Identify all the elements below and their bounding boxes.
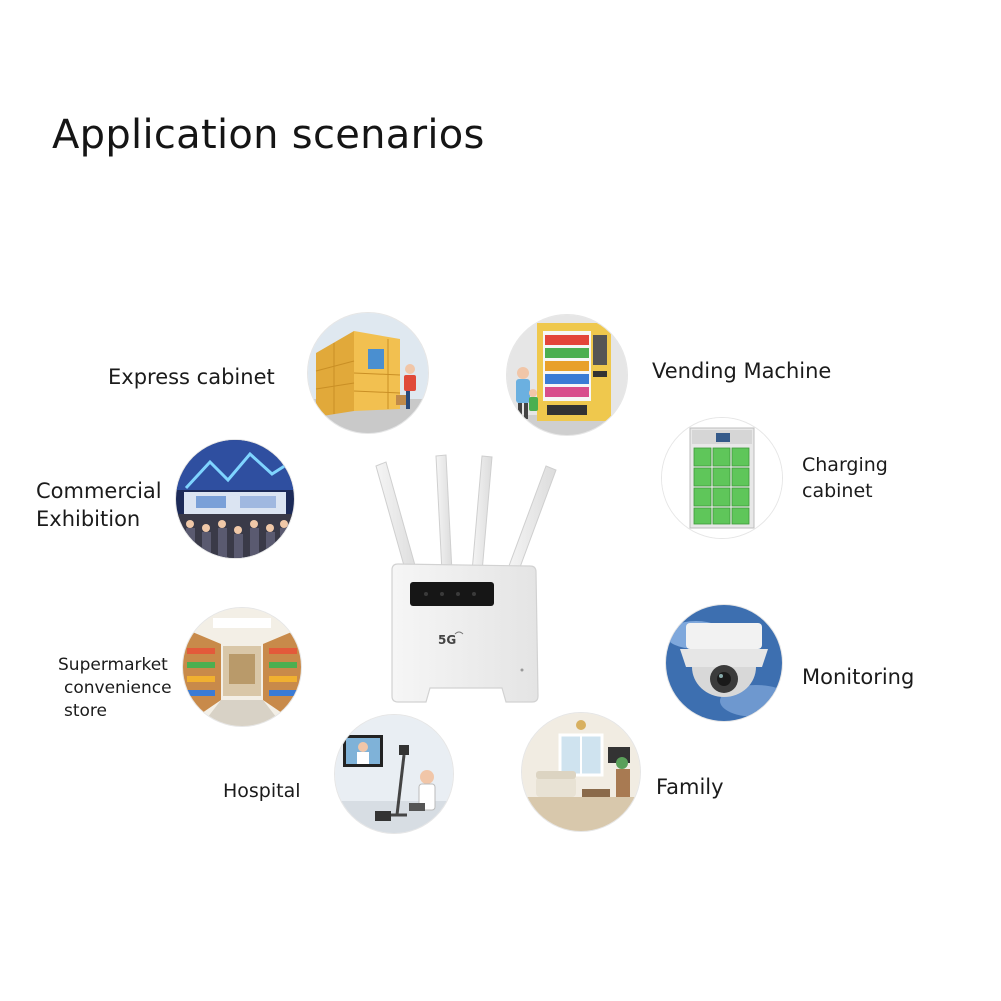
page-title: Application scenarios: [52, 112, 485, 158]
label-commercial-exhibition: Commercial Exhibition: [36, 477, 162, 534]
label-line: Commercial: [36, 479, 162, 503]
label-charging-cabinet: Charging cabinet: [802, 453, 888, 504]
label-line: Exhibition: [36, 507, 141, 532]
label-supermarket: Supermarket convenience store: [58, 654, 172, 723]
label-line: cabinet: [802, 479, 873, 502]
label-line: Charging: [802, 454, 888, 476]
router-5g-badge: 5G: [438, 633, 456, 647]
label-express-cabinet: Express cabinet: [108, 365, 275, 389]
label-line: Supermarket: [58, 655, 168, 675]
label-family: Family: [656, 775, 724, 799]
antenna-4: [505, 465, 557, 579]
antenna-3: [471, 455, 493, 573]
monitoring-image: [666, 605, 782, 721]
antenna-2: [435, 454, 453, 573]
label-monitoring: Monitoring: [802, 665, 915, 689]
antenna-1: [375, 461, 419, 581]
label-line: store: [64, 700, 107, 721]
family-image: [522, 713, 640, 831]
vending-machine-image: [507, 315, 627, 435]
supermarket-image: [183, 608, 301, 726]
label-line: convenience: [64, 677, 172, 698]
commercial-exhibition-image: [176, 440, 294, 558]
label-hospital: Hospital: [223, 780, 301, 802]
hospital-image: [335, 715, 453, 833]
router-device: 5G: [360, 450, 570, 710]
label-vending-machine: Vending Machine: [652, 359, 832, 383]
charging-cabinet-image: [662, 418, 782, 538]
express-cabinet-image: [308, 313, 428, 433]
